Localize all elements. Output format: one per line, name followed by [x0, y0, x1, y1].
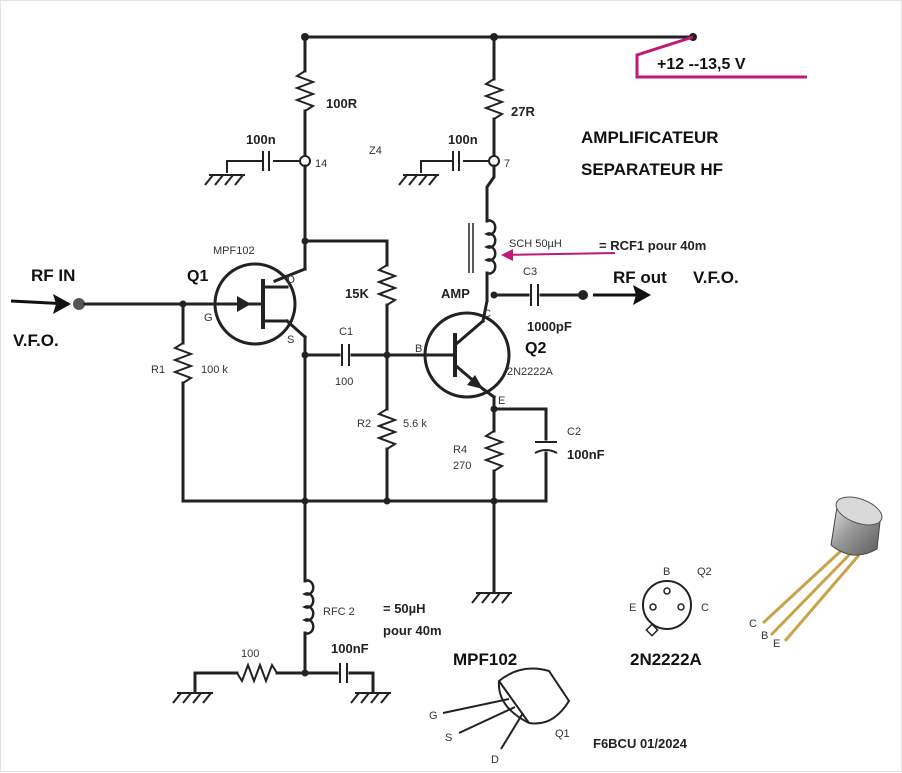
resistor-r1 — [172, 342, 194, 384]
c2-ref-label: C2 — [567, 426, 581, 438]
q2-transistor-symbol — [423, 311, 511, 399]
q2-pinout-e: E — [629, 602, 636, 614]
zone-label: Z4 — [369, 145, 382, 157]
node-14-label: 14 — [315, 158, 327, 170]
r2-value-label: 5.6 k — [403, 418, 427, 430]
ground-icon — [172, 692, 213, 704]
r1-value-label: 100 k — [201, 364, 228, 376]
mpf102-pin-s: S — [445, 732, 452, 744]
photo-pin-c: C — [749, 618, 757, 630]
r2-ref-label: R2 — [357, 418, 371, 430]
input-sublabel: V.F.O. — [13, 331, 59, 350]
input-label: RF IN — [31, 266, 75, 285]
resistor-100r — [294, 70, 316, 112]
mpf102-pin-g: G — [429, 710, 438, 722]
mpf102-pinout-title: MPF102 — [453, 650, 517, 669]
c2-value-label: 100nF — [567, 447, 605, 462]
q2-pin-c: C — [483, 308, 491, 320]
c3-value-label: 1000pF — [527, 319, 572, 334]
rfc2-ref-label: RFC 2 — [323, 606, 355, 618]
q2-pinout-title: 2N2222A — [630, 650, 702, 669]
choke-rfc2 — [302, 579, 315, 635]
q1-pin-g: G — [204, 312, 213, 324]
c1-ref-label: C1 — [339, 326, 353, 338]
photo-pin-e: E — [773, 638, 780, 650]
mpf102-package-icon — [442, 667, 571, 750]
output-terminal — [578, 290, 588, 300]
choke-sch — [468, 219, 497, 275]
c1-value-label: 100 — [335, 376, 353, 388]
supply-arrow — [635, 35, 807, 79]
q2-role-label: AMP — [441, 286, 470, 301]
resistor-27r-label: 27R — [511, 104, 535, 119]
title-line1: AMPLIFICATEUR — [581, 128, 719, 147]
rfc2-value-label: = 50µH — [383, 601, 426, 616]
q1-part-label: MPF102 — [213, 245, 255, 257]
ground-icon — [350, 692, 391, 704]
supply-label: +12 --13,5 V — [657, 56, 746, 73]
mpf102-ref: Q1 — [555, 728, 570, 740]
ground-icon — [398, 174, 439, 186]
r4-ref-label: R4 — [453, 444, 467, 456]
sch-note-label: = RCF1 pour 40m — [599, 238, 706, 253]
q2-pin-b: B — [415, 343, 422, 355]
resistor-100r-label: 100R — [326, 96, 358, 111]
q2-pinout-c: C — [701, 602, 709, 614]
mpf102-pin-d: D — [491, 754, 499, 766]
supply-rail — [301, 33, 697, 41]
cap-100n-2-label: 100n — [448, 132, 478, 147]
q2-pinout-b: B — [663, 566, 670, 578]
c3-ref-label: C3 — [523, 266, 537, 278]
resistor-r2 — [376, 408, 398, 450]
title-line2: SEPARATEUR HF — [581, 160, 723, 179]
output-sublabel: V.F.O. — [693, 268, 739, 287]
transistor-photo — [761, 496, 883, 642]
r4-value-label: 270 — [453, 460, 471, 472]
q1-pin-s: S — [287, 334, 294, 346]
rfc2-note-label: pour 40m — [383, 623, 442, 638]
resistor-r4 — [483, 430, 505, 472]
resistor-27r — [483, 78, 505, 120]
ground-icon — [204, 174, 245, 186]
q2-part-label: 2N2222A — [507, 366, 554, 378]
r1-ref-label: R1 — [151, 364, 165, 376]
r-100-label: 100 — [241, 648, 259, 660]
sch-label: SCH 50µH — [509, 238, 562, 250]
q1-pin-d: D — [287, 274, 295, 286]
output-arrow — [593, 285, 651, 305]
q2-pinout-icon — [642, 580, 692, 637]
r-15k-label: 15K — [345, 286, 369, 301]
resistor-100-bottom — [236, 662, 278, 684]
resistor-15k — [376, 264, 398, 306]
node-7-label: 7 — [504, 158, 510, 170]
q2-pinout-ref: Q2 — [697, 566, 712, 578]
input-arrow — [10, 294, 71, 314]
photo-pin-b: B — [761, 630, 768, 642]
q1-fet-symbol — [213, 262, 297, 346]
sch-note-arrow — [501, 249, 616, 261]
cap-100nf-bottom-label: 100nF — [331, 641, 369, 656]
cap-100n-1-label: 100n — [246, 132, 276, 147]
output-label: RF out — [613, 268, 667, 287]
input-terminal — [73, 298, 85, 310]
q1-name-label: Q1 — [187, 268, 208, 285]
q2-pin-e: E — [498, 395, 505, 407]
q2-name-label: Q2 — [525, 340, 546, 357]
credit-label: F6BCU 01/2024 — [593, 736, 688, 751]
ground-icon — [471, 592, 512, 604]
